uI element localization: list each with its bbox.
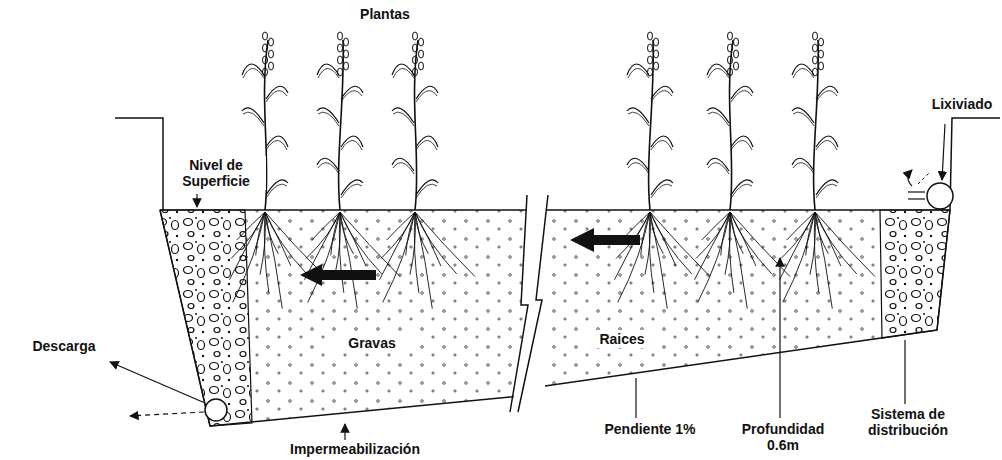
leader-line [196, 194, 197, 207]
label: Impermeabilización [270, 441, 440, 457]
plants [229, 32, 875, 309]
leader-line [635, 378, 636, 418]
surface-line [545, 209, 950, 211]
label: Gravas [330, 334, 414, 352]
break-symbol [510, 195, 528, 412]
label: Raices [582, 330, 662, 348]
break-symbol [518, 195, 548, 412]
label: Pendiente 1% [596, 420, 704, 438]
leader-line [344, 424, 345, 440]
gravel-bed [160, 210, 527, 426]
discharge-pipe [205, 399, 227, 421]
inlet-pipe [927, 183, 953, 209]
gravel-bed [545, 210, 950, 386]
plant [614, 32, 710, 309]
surface-line [160, 209, 527, 211]
liner [160, 210, 520, 426]
leader-line [904, 340, 905, 404]
plant [694, 32, 790, 309]
label: Plantas [345, 6, 425, 22]
discharge-arrow [130, 412, 204, 416]
label: Nivel de Superficie [166, 156, 266, 190]
discharge-arrow [110, 362, 205, 403]
gravel-zone [880, 210, 950, 338]
spray-symbol [908, 170, 912, 186]
plant [779, 32, 875, 309]
plant [379, 32, 475, 309]
label: Profundidad 0.6m [722, 420, 844, 454]
leader-line [779, 258, 780, 418]
wall-line [115, 118, 163, 210]
label: Descarga [24, 338, 104, 354]
flow-arrow [300, 264, 376, 286]
liner [545, 118, 1000, 386]
label: Sistema de distribución [846, 405, 970, 439]
gravel-zone [160, 210, 252, 426]
label: Lixiviado [926, 96, 998, 112]
leader-line [942, 124, 945, 180]
